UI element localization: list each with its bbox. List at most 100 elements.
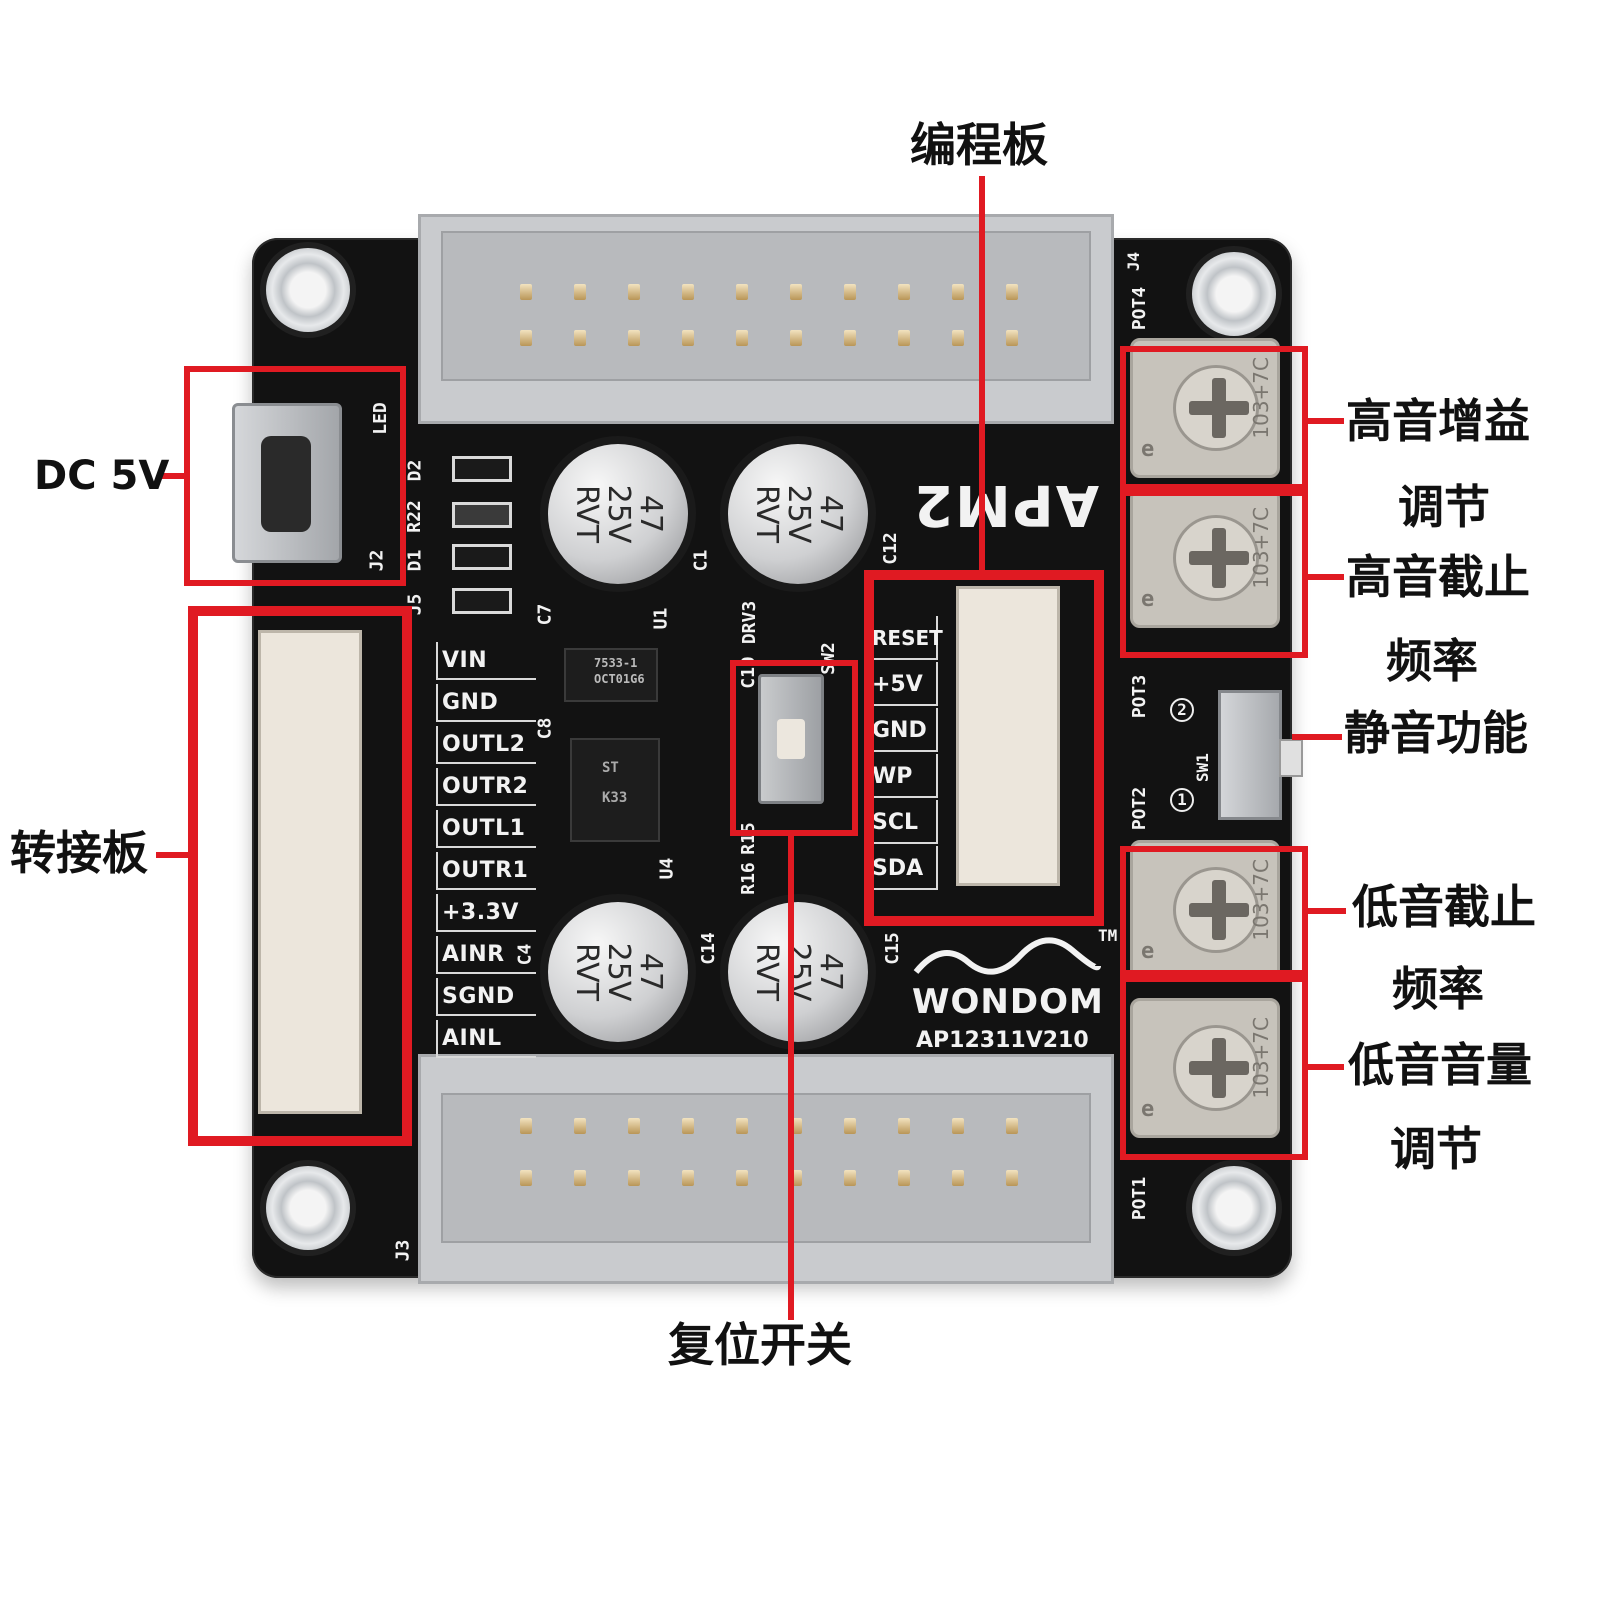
pot-letter: e (1141, 1097, 1155, 1122)
cap-voltage: 25V (601, 484, 636, 544)
header-pin (574, 1170, 586, 1186)
resistor-r22 (452, 502, 512, 528)
leader-bass-cutoff (1306, 908, 1346, 914)
pot-dial[interactable] (1173, 365, 1259, 451)
header-pin (898, 1118, 910, 1134)
silk-mark-2: 2 (1170, 698, 1194, 722)
header-pin (1006, 1118, 1018, 1134)
header-pin (790, 330, 802, 346)
header-pin (898, 330, 910, 346)
pot-dial[interactable] (1173, 867, 1259, 953)
pot-dial[interactable] (1173, 1025, 1259, 1111)
pot-letter: e (1141, 939, 1155, 964)
programming-connector[interactable] (956, 586, 1060, 886)
reset-switch[interactable] (758, 674, 824, 804)
header-pin (736, 284, 748, 300)
header-pin (682, 330, 694, 346)
pin-label-gnd: GND (436, 684, 536, 722)
header-pin (682, 284, 694, 300)
silk-u4: U4 (656, 857, 678, 880)
header-pin (628, 1118, 640, 1134)
leader-reset-switch (788, 834, 794, 1320)
header-pin (736, 330, 748, 346)
cap-voltage: 25V (781, 484, 816, 544)
pin-label-outr1: OUTR1 (436, 852, 536, 890)
highlight-bass-volume (1120, 976, 1308, 1160)
prog-label-reset: RESET (868, 616, 943, 660)
header-pin (952, 1170, 964, 1186)
silk-c4: C4 (514, 943, 536, 966)
cap-value: 47 (633, 952, 668, 992)
capacitor-c7: 47 25V RVT (548, 444, 688, 584)
product-name: APM2 (912, 472, 1100, 537)
highlight-programming-board (864, 570, 1104, 926)
pin-label-vin: VIN (436, 642, 536, 680)
pin-label-3v3: +3.3V (436, 894, 536, 932)
cap-voltage: 25V (601, 942, 636, 1002)
silk-pot2: POT2 (1129, 786, 1151, 831)
mute-slide-switch[interactable] (1218, 690, 1303, 820)
cap-value: 47 (813, 952, 848, 992)
header-pin (574, 330, 586, 346)
header-pin (898, 284, 910, 300)
header-pin (952, 1118, 964, 1134)
header-pin (682, 1170, 694, 1186)
diode-d2 (452, 456, 512, 482)
pin-label-outl2: OUTL2 (436, 726, 536, 764)
capacitor-marking: 47 25V RVT (548, 444, 688, 584)
mounting-hole-top-right (1192, 252, 1276, 336)
label-reset-switch: 复位开关 (668, 1318, 852, 1372)
label-bass-volume-2: 调节 (1390, 1122, 1482, 1176)
header-pin (844, 1118, 856, 1134)
header-pin (520, 1170, 532, 1186)
pot-letter: e (1141, 587, 1155, 612)
header-pin (1006, 1170, 1018, 1186)
highlight-bass-cutoff (1120, 846, 1308, 976)
label-treble-gain: 高音增益 (1346, 394, 1530, 448)
potentiometer-pot1[interactable]: 103+7C e (1130, 998, 1280, 1138)
capacitor-marking: 47 25V RVT (728, 902, 868, 1042)
silk-c7: C7 (534, 603, 556, 626)
capacitor-marking: 47 25V RVT (728, 444, 868, 584)
leader-mute (1292, 734, 1342, 740)
silk-pot3: POT3 (1129, 674, 1151, 719)
highlight-treble-gain (1120, 346, 1308, 490)
highlight-adapter-board (188, 606, 412, 1146)
mounting-hole-top-left (266, 248, 350, 332)
slide-switch-knob[interactable] (1279, 739, 1303, 777)
label-bass-cutoff-2: 频率 (1392, 962, 1484, 1016)
diode-d1 (452, 544, 512, 570)
highlight-treble-cutoff (1120, 490, 1308, 658)
reset-switch-button[interactable] (777, 719, 805, 759)
adapter-connector[interactable] (258, 630, 362, 1114)
silk-c14: C14 (697, 932, 719, 965)
cap-series: RVT (749, 484, 784, 544)
mounting-hole-bottom-left (266, 1166, 350, 1250)
header-pin (736, 1118, 748, 1134)
header-pin (628, 330, 640, 346)
label-bass-volume: 低音音量 (1348, 1038, 1532, 1092)
micro-usb-port[interactable] (232, 403, 342, 563)
potentiometer-pot3[interactable]: 103+7C e (1130, 488, 1280, 628)
capacitor-c4: 47 25V RVT (548, 902, 688, 1042)
cap-value: 47 (633, 494, 668, 534)
label-adapter-board: 转接板 (10, 826, 148, 880)
top-header-well (441, 231, 1091, 381)
header-pin (574, 1118, 586, 1134)
potentiometer-pot2[interactable]: 103+7C e (1130, 840, 1280, 980)
highlight-dc5v (184, 366, 406, 586)
cap-series: RVT (749, 942, 784, 1002)
silk-r22: R22 (403, 500, 425, 533)
brand-name: WONDOM (912, 982, 1104, 1022)
capacitor-c1: 47 25V RVT (728, 444, 868, 584)
silk-c12: C12 (879, 532, 901, 565)
cap-series: RVT (569, 942, 604, 1002)
silk-u1: U1 (650, 607, 672, 630)
header-pin (844, 284, 856, 300)
regulator-text-1: 7533-1 (594, 656, 638, 670)
label-treble-gain-2: 调节 (1398, 480, 1490, 534)
diode-j5 (452, 588, 512, 614)
potentiometer-pot4[interactable]: 103+7C e (1130, 338, 1280, 478)
pot-dial[interactable] (1173, 515, 1259, 601)
silk-sw1: SW1 (1192, 753, 1212, 782)
